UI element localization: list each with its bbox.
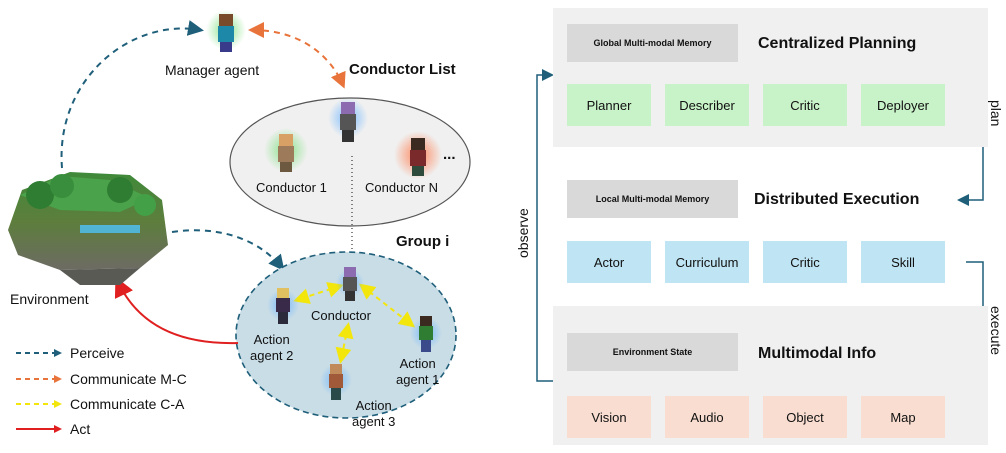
local-memory-box: Local Multi-modal Memory	[567, 180, 738, 218]
conductorN-label: Conductor N	[365, 180, 438, 195]
action-agent3-label: Action agent 3	[352, 398, 396, 429]
legend-act: Act	[16, 419, 90, 439]
module-critic-planning: Critic	[763, 84, 847, 126]
global-memory-box: Global Multi-modal Memory	[567, 24, 738, 62]
module-curriculum: Curriculum	[665, 241, 749, 283]
environment-image	[8, 172, 168, 285]
observe-label: observe	[515, 208, 531, 258]
module-critic-execution: Critic	[763, 241, 847, 283]
conductor-list-figure	[328, 98, 368, 142]
observe-arrow	[536, 69, 554, 382]
distributed-execution-title: Distributed Execution	[754, 191, 920, 208]
module-deployer: Deployer	[861, 84, 945, 126]
ca-arrow-agent2	[293, 282, 344, 304]
conductor1-label: Conductor 1	[256, 180, 327, 195]
multimodal-info-title: Multimodal Info	[758, 345, 877, 362]
legend-ca-line	[16, 400, 62, 408]
module-vision: Vision	[567, 396, 651, 438]
group-title: Group i	[396, 233, 450, 250]
legend-perceive-line	[16, 349, 62, 357]
ca-arrow-agent1	[358, 283, 416, 328]
conductorN-figure	[394, 131, 442, 179]
legend-communicate-mc: Communicate M-C	[16, 369, 187, 389]
conductor-list-title: Conductor List	[349, 61, 456, 78]
plan-label: plan	[988, 100, 1004, 127]
module-describer: Describer	[665, 84, 749, 126]
group-conductor-label: Conductor	[311, 308, 371, 323]
ca-arrow-agent3	[335, 322, 354, 364]
conductor1-figure	[264, 128, 308, 172]
environment-label: Environment	[10, 291, 89, 307]
action-agent3-figure	[320, 364, 352, 400]
legend-perceive: Perceive	[16, 343, 124, 363]
perceive-arrow-manager	[60, 20, 204, 169]
action-agent2-label: Action agent 2	[250, 332, 294, 363]
module-actor: Actor	[567, 241, 651, 283]
legend-mc-line	[16, 375, 62, 383]
perceive-arrow-group	[171, 229, 285, 272]
action-agent2-figure	[267, 288, 299, 324]
manager-agent-label: Manager agent	[165, 62, 260, 78]
action-agent1-label: Action agent 1	[396, 356, 440, 387]
legend-communicate-ca: Communicate C-A	[16, 394, 184, 414]
action-agent1-figure	[410, 316, 442, 352]
group-conductor-figure	[336, 267, 364, 301]
act-arrow	[114, 276, 239, 345]
legend-act-line	[16, 425, 62, 433]
module-planner: Planner	[567, 84, 651, 126]
centralized-planning-title: Centralized Planning	[758, 35, 917, 52]
conductor-list-ellipsis: ...	[443, 146, 456, 163]
communicate-mc-arrow	[248, 22, 346, 89]
execute-label: execute	[988, 306, 1004, 356]
module-skill: Skill	[861, 241, 945, 283]
module-audio: Audio	[665, 396, 749, 438]
manager-agent-figure	[206, 10, 246, 52]
environment-state-box: Environment State	[567, 333, 738, 371]
module-object: Object	[763, 396, 847, 438]
module-map: Map	[861, 396, 945, 438]
